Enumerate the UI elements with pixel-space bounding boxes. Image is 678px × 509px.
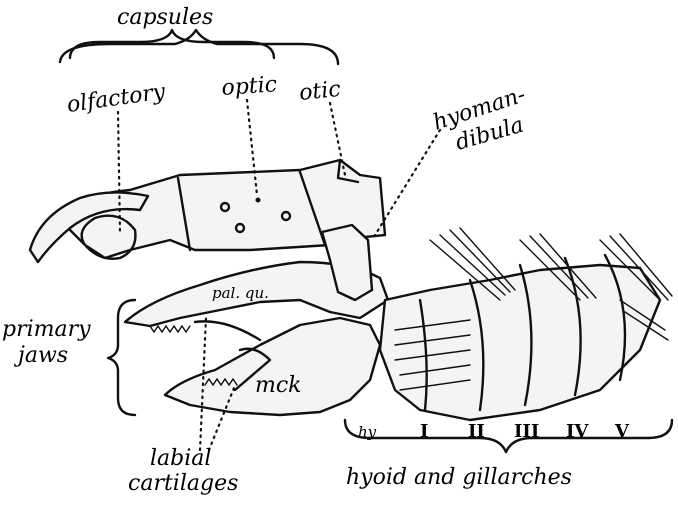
label-cartilages: cartilages	[128, 471, 238, 496]
label-arch-IV: IV	[566, 421, 589, 442]
label-jaws: jaws	[13, 343, 68, 368]
label-arch-III: III	[514, 421, 539, 442]
label-arch-II: II	[468, 421, 485, 442]
label-arch-V: V	[614, 421, 630, 442]
label-primary: primary	[2, 317, 91, 342]
label-arch-I: I	[420, 421, 428, 442]
label-hyoid-gill: hyoid and gillarches	[346, 465, 572, 490]
label-olfactory: olfactory	[65, 79, 167, 118]
label-otic: otic	[298, 77, 342, 106]
label-labial: labial	[150, 446, 211, 471]
label-pal-qu: pal. qu.	[212, 284, 269, 302]
gill-arches	[380, 228, 672, 420]
label-optic: optic	[221, 72, 278, 101]
label-capsules: capsules	[117, 5, 213, 30]
label-hy: hy	[358, 423, 377, 441]
label-mck: mck	[255, 373, 302, 398]
